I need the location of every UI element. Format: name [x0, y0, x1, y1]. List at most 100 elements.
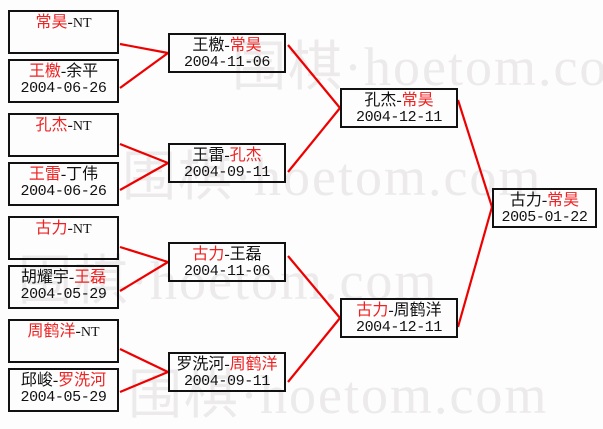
player-separator: - [67, 117, 73, 134]
match-players: 王雷-丁伟 [29, 166, 98, 183]
match-date: 2004-12-11 [355, 109, 442, 127]
match-players: 周鹤洋-NT [27, 323, 99, 340]
match-box[interactable]: 孔杰-NT [8, 113, 119, 157]
connector-line [287, 44, 341, 109]
match-box[interactable]: 周鹤洋-NT [8, 319, 119, 363]
connector-line [287, 255, 341, 319]
player-left: 古力 [509, 192, 542, 209]
match-date: 2004-09-11 [183, 164, 270, 182]
connector-line [119, 245, 169, 264]
player-separator: - [388, 302, 394, 319]
player-right: 丁伟 [66, 166, 99, 183]
match-players: 王檄-常昊 [192, 37, 261, 54]
player-left: 古力 [356, 302, 389, 319]
player-separator: - [541, 192, 548, 209]
match-box[interactable]: 王雷-孔杰 2004-09-11 [168, 143, 286, 183]
match-date: 2004-09-11 [183, 373, 270, 391]
player-left: 孔杰 [364, 92, 397, 109]
player-left: 王雷 [28, 166, 61, 183]
connector-line [119, 162, 169, 191]
player-separator: - [67, 220, 73, 237]
match-players: 常昊-NT [35, 14, 91, 31]
player-right: 常昊 [229, 37, 262, 54]
player-separator: - [75, 323, 81, 340]
player-separator: - [224, 246, 230, 263]
player-right: 王磊 [74, 269, 107, 286]
player-right: 常昊 [401, 92, 434, 109]
player-separator: - [67, 14, 73, 31]
player-right: 常昊 [547, 192, 580, 209]
player-left: 古力 [192, 246, 225, 263]
connector-line [119, 348, 169, 373]
match-box[interactable]: 古力-王磊 2004-11-06 [168, 242, 286, 282]
connector-line [119, 261, 169, 292]
connector-line [119, 142, 169, 165]
connector-line [287, 107, 341, 173]
player-left: 孔杰 [35, 117, 68, 134]
match-box[interactable]: 罗洗河-周鹤洋 2004-09-11 [168, 352, 286, 392]
connector-line [456, 206, 494, 328]
player-right: 孔杰 [229, 147, 262, 164]
player-left: 胡耀宇 [20, 269, 69, 286]
match-players: 古力-常昊 [510, 192, 579, 209]
match-players: 孔杰-常昊 [364, 92, 433, 109]
connector-line [119, 370, 169, 394]
match-date: 2004-11-06 [183, 54, 270, 72]
match-players: 罗洗河-周鹤洋 [176, 356, 277, 373]
player-separator: - [224, 147, 230, 164]
match-box[interactable]: 常昊-NT [8, 10, 119, 54]
match-players: 王檄-余平 [29, 63, 98, 80]
player-separator: - [60, 166, 67, 183]
match-players: 胡耀宇-王磊 [21, 269, 106, 286]
match-date: 2004-12-11 [355, 319, 442, 337]
player-left: 常昊 [35, 14, 68, 31]
player-left: 周鹤洋 [27, 323, 76, 340]
match-box[interactable]: 邱峻-罗洗河 2004-05-29 [8, 368, 119, 412]
connector-line [456, 99, 494, 208]
connector-line [119, 52, 169, 89]
match-date: 2004-06-26 [20, 80, 107, 98]
connector-line [119, 42, 169, 55]
player-right: NT [72, 119, 92, 134]
match-players: 古力-王磊 [192, 246, 261, 263]
match-box[interactable]: 王雷-丁伟 2004-06-26 [8, 162, 119, 206]
player-separator: - [68, 269, 75, 286]
player-left: 王雷 [192, 147, 225, 164]
player-left: 古力 [35, 220, 68, 237]
match-players: 孔杰-NT [35, 117, 91, 134]
match-box[interactable]: 古力-NT [8, 216, 119, 260]
match-date: 2004-11-06 [183, 263, 270, 281]
player-right: 余平 [66, 63, 99, 80]
match-box[interactable]: 孔杰-常昊 2004-12-11 [340, 88, 458, 128]
player-right: 周鹤洋 [229, 356, 278, 373]
player-right: 王磊 [229, 246, 262, 263]
player-right: NT [72, 16, 92, 31]
match-box[interactable]: 古力-周鹤洋 2004-12-11 [340, 298, 458, 338]
player-left: 罗洗河 [176, 356, 225, 373]
match-date: 2005-01-22 [501, 209, 588, 227]
match-box[interactable]: 王檄-常昊 2004-11-06 [168, 33, 286, 73]
match-players: 王雷-孔杰 [192, 147, 261, 164]
match-players: 古力-周鹤洋 [356, 302, 441, 319]
player-right: 周鹤洋 [393, 302, 442, 319]
player-separator: - [396, 92, 402, 109]
match-box-final[interactable]: 古力-常昊 2005-01-22 [492, 188, 597, 228]
player-right: NT [80, 325, 100, 340]
match-date: 2004-05-29 [20, 286, 107, 304]
match-box[interactable]: 胡耀宇-王磊 2004-05-29 [8, 265, 119, 309]
player-left: 王檄 [28, 63, 61, 80]
player-right: 罗洗河 [58, 372, 107, 389]
player-separator: - [224, 356, 230, 373]
player-left: 王檄 [192, 37, 225, 54]
match-players: 邱峻-罗洗河 [21, 372, 106, 389]
match-date: 2004-05-29 [20, 389, 107, 407]
match-box[interactable]: 王檄-余平 2004-06-26 [8, 59, 119, 103]
player-right: NT [72, 222, 92, 237]
match-date: 2004-06-26 [20, 183, 107, 201]
match-players: 古力-NT [35, 220, 91, 237]
connector-line [287, 317, 341, 383]
player-separator: - [224, 37, 230, 54]
player-separator: - [60, 63, 67, 80]
player-left: 邱峻 [20, 372, 53, 389]
